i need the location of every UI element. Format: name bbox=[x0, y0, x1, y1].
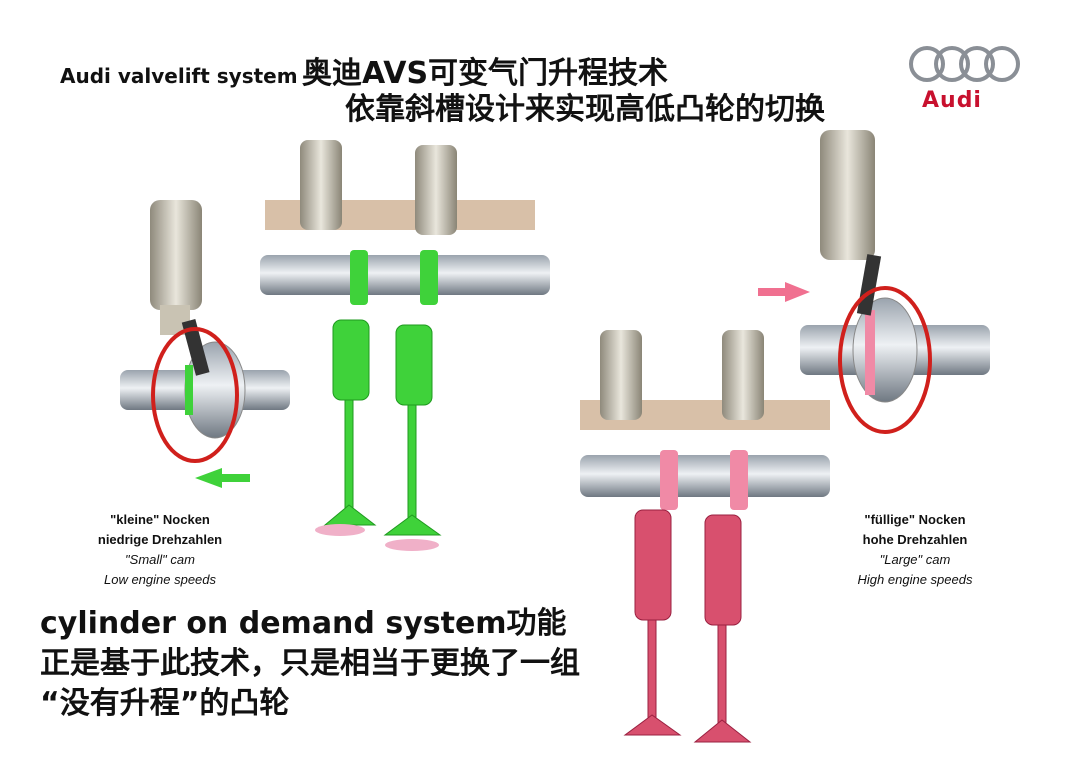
bottom-line1: cylinder on demand system功能 bbox=[40, 606, 567, 641]
right-caption: "füllige" Nocken hohe Drehzahlen "Large"… bbox=[815, 510, 1015, 590]
right-camshaft-detail bbox=[758, 130, 990, 434]
title-line1: Audi valvelift system 奥迪AVS可变气门升程技术 bbox=[60, 48, 668, 92]
left-caption: "kleine" Nocken niedrige Drehzahlen "Sma… bbox=[60, 510, 260, 590]
caption-de-1: "kleine" Nocken bbox=[110, 512, 210, 527]
bottom-note: cylinder on demand system功能 正是基于此技术，只是相当… bbox=[40, 604, 580, 724]
pink-arrow-icon bbox=[758, 282, 810, 302]
caption-en-2: High engine speeds bbox=[857, 572, 973, 587]
title-chinese: 奥迪AVS可变气门升程技术 bbox=[302, 56, 669, 91]
small-cam-valve-train bbox=[260, 140, 550, 551]
caption-de-2: niedrige Drehzahlen bbox=[97, 532, 223, 547]
caption-en-2: Low engine speeds bbox=[103, 572, 217, 587]
highlight-circle-left bbox=[151, 327, 239, 463]
highlight-circle-right bbox=[838, 286, 932, 434]
title-line2: 依靠斜槽设计来实现高低凸轮的切换 bbox=[345, 92, 825, 127]
audi-rings-logo bbox=[909, 46, 1020, 82]
caption-de-1: "füllige" Nocken bbox=[864, 512, 966, 527]
caption-en-1: "Small" cam bbox=[125, 552, 195, 567]
audi-logo-text: Audi bbox=[922, 88, 982, 113]
large-cam-valve-train bbox=[580, 330, 830, 743]
left-camshaft-detail bbox=[120, 200, 290, 488]
bottom-line2: 正是基于此技术，只是相当于更换了一组 bbox=[40, 646, 580, 681]
green-arrow-icon bbox=[195, 468, 250, 488]
bottom-line3: “没有升程”的凸轮 bbox=[40, 686, 290, 721]
title-english: Audi valvelift system bbox=[60, 64, 298, 88]
caption-en-1: "Large" cam bbox=[879, 552, 951, 567]
caption-de-2: hohe Drehzahlen bbox=[862, 532, 968, 547]
